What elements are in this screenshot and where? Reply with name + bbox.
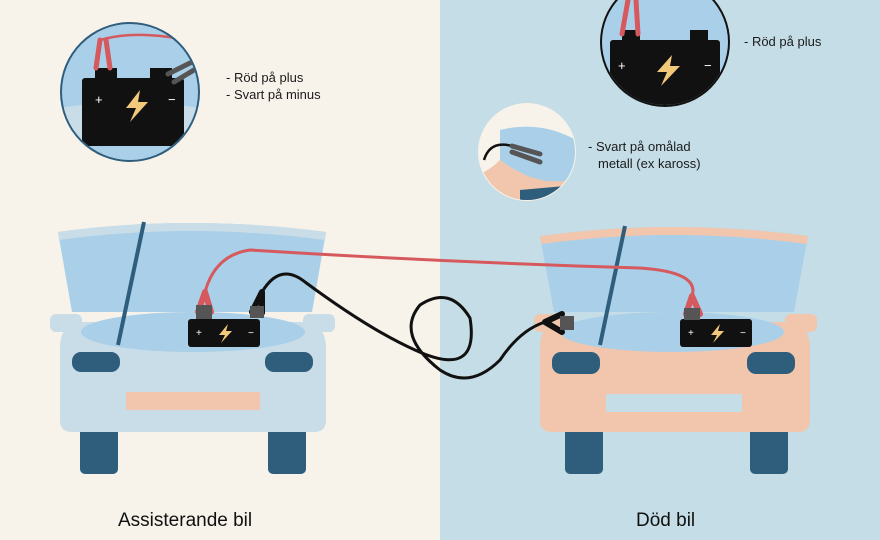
dead-hood [540,227,808,312]
dead-battery-plus: + [688,328,694,339]
black-jumper-cable [260,272,546,380]
jumper-clamp-icon [249,289,265,318]
dead-battery-inset: + − [600,0,730,107]
dead-hood-edge [540,227,808,244]
assist-headlight-left [72,352,120,372]
assist-hood-edge [58,223,326,240]
dead-headlight-left [552,352,600,374]
assist-battery-minus: − [248,328,254,339]
lightning-bolt-icon [657,55,680,86]
dead-license-plate [606,394,742,412]
dead-plus-label: - Röd på plus [744,34,822,49]
assist-plus-label: - Röd på plus [226,70,304,85]
lightning-bolt-icon [219,324,232,343]
jumper-clamp-icon [683,293,703,320]
assisting-car: + − [50,221,335,474]
assist-hood-prop [116,221,146,346]
assisting-car-caption: Assisterande bil [118,510,253,531]
assist-battery-plus: + [196,328,202,339]
assist-battery-inset: + − [60,22,200,162]
lightning-bolt-icon [711,324,724,343]
svg-text:+: + [618,58,626,73]
dead-headlight-right [747,352,795,374]
svg-text:−: − [168,92,176,107]
jumper-clamp-icon [542,311,574,335]
dead-hood-prop [598,225,627,346]
svg-text:+: + [95,92,103,107]
red-jumper-cable [203,248,695,297]
assist-minus-label: - Svart på minus [226,87,321,102]
assist-license-plate [126,392,260,410]
assist-headlight-right [265,352,313,372]
dead-ground-label-line1: - Svart på omålad [588,139,691,154]
lightning-bolt-icon [126,90,148,122]
svg-text:−: − [704,58,712,73]
jumper-clamp-icon [195,289,214,319]
dead-car: + − [534,225,817,474]
assist-hood [58,223,326,312]
dead-battery-minus: − [740,328,746,339]
dead-ground-label-line2: metall (ex kaross) [598,156,701,171]
dead-car-caption: Död bil [636,510,696,531]
